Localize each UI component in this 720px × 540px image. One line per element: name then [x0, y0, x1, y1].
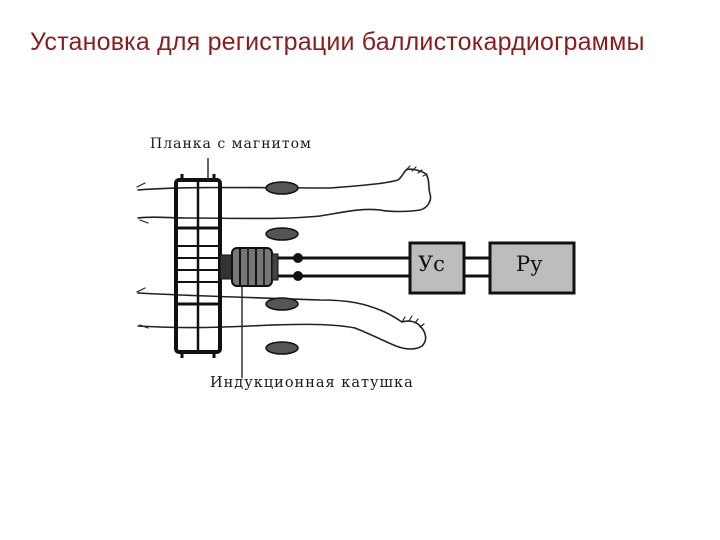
magnet-bar-label: Планка с магнитом	[150, 136, 312, 152]
amplifier-box	[408, 241, 466, 295]
magnet-bar	[174, 174, 222, 358]
recorder-box	[488, 241, 576, 295]
recorder-label: Ру	[516, 252, 543, 276]
ballistocardiograph-diagram: Планка с магнитом Индукционная катушка У…	[130, 128, 590, 408]
induction-coil-label: Индукционная катушка	[210, 375, 414, 391]
lower-leg	[137, 292, 427, 350]
setup-drawing	[136, 158, 576, 378]
upper-leg	[137, 168, 432, 220]
induction-coil	[219, 247, 279, 287]
connection-wires	[278, 253, 490, 281]
slide-title: Установка для регистрации баллистокардио…	[30, 28, 645, 56]
support-pads	[265, 181, 299, 355]
amplifier-label: Ус	[418, 252, 445, 276]
